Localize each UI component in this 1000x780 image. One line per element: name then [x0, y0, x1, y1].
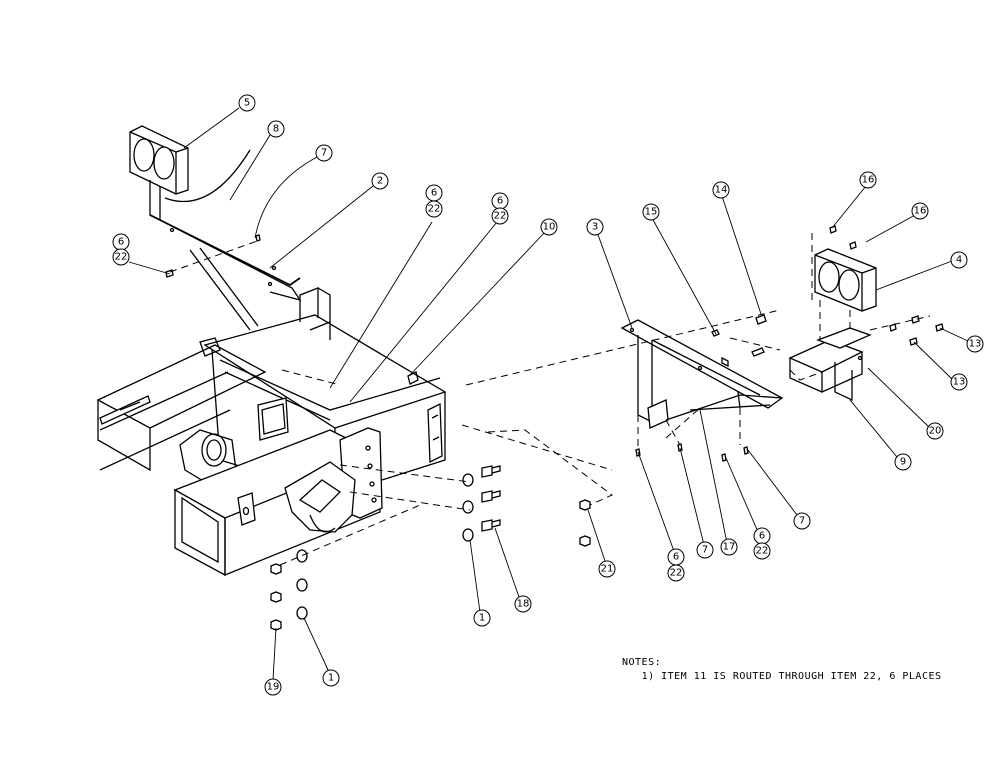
svg-text:22: 22 [756, 546, 769, 557]
callout-1: 1 [322, 669, 340, 687]
callout-15: 15 [642, 203, 660, 221]
callout-6-22: 6 22 [491, 192, 509, 225]
svg-text:1: 1 [328, 673, 334, 684]
callout-4: 4 [950, 251, 968, 269]
svg-text:20: 20 [929, 426, 942, 437]
svg-text:7: 7 [321, 148, 327, 159]
callout-6-22: 6 22 [667, 548, 685, 582]
callout-16: 16 [911, 202, 929, 220]
callout-13: 13 [950, 373, 968, 391]
svg-text:6: 6 [118, 237, 124, 248]
callout-8: 8 [267, 120, 285, 138]
left-light-assembly [129, 125, 302, 331]
callout-14: 14 [712, 181, 730, 199]
callout-2: 2 [371, 172, 389, 190]
callout-17: 17 [720, 538, 738, 556]
notes-block: NOTES: 1) ITEM 11 IS ROUTED THROUGH ITEM… [622, 656, 942, 684]
svg-text:6: 6 [759, 531, 765, 542]
callout-7: 7 [696, 541, 714, 559]
callout-18: 18 [514, 595, 532, 613]
callout-9: 9 [894, 453, 912, 471]
svg-text:7: 7 [799, 516, 805, 527]
svg-text:4: 4 [956, 255, 962, 266]
svg-text:21: 21 [601, 564, 614, 575]
svg-text:22: 22 [670, 568, 683, 579]
svg-text:22: 22 [494, 211, 507, 222]
callout-7: 7 [793, 512, 811, 530]
svg-text:13: 13 [953, 377, 966, 388]
note-item-text: 1) ITEM 11 IS ROUTED THROUGH ITEM 22, 6 … [641, 671, 942, 682]
svg-text:16: 16 [914, 206, 927, 217]
callout-6-22: 6 22 [753, 527, 771, 560]
callout-13: 13 [966, 335, 984, 353]
svg-text:14: 14 [715, 185, 728, 196]
svg-text:6: 6 [497, 196, 503, 207]
callout-3: 3 [586, 218, 604, 236]
callout-5: 5 [238, 94, 256, 112]
callout-leaders [128, 107, 971, 681]
svg-text:15: 15 [645, 207, 658, 218]
svg-text:7: 7 [702, 545, 708, 556]
callout-19: 19 [264, 678, 282, 696]
callout-6-22: 6 22 [425, 184, 443, 218]
svg-text:19: 19 [267, 682, 280, 693]
callout-6-22: 6 22 [112, 233, 130, 266]
callout-21: 21 [598, 560, 616, 578]
callout-16: 16 [859, 171, 877, 189]
callout-1: 1 [473, 609, 491, 627]
note-item: 1) ITEM 11 IS ROUTED THROUGH ITEM 22, 6 … [622, 670, 942, 684]
callout-20: 20 [926, 422, 944, 440]
svg-text:2: 2 [377, 176, 383, 187]
svg-text:8: 8 [273, 124, 279, 135]
notes-heading: NOTES: [622, 657, 662, 668]
svg-text:5: 5 [244, 98, 250, 109]
chassis-frame [96, 287, 447, 577]
right-mount-bracket [620, 319, 784, 429]
right-light-assembly [788, 248, 877, 402]
svg-text:9: 9 [900, 457, 906, 468]
svg-text:17: 17 [723, 542, 736, 553]
callout-10: 10 [540, 218, 558, 236]
svg-text:1: 1 [479, 613, 485, 624]
hardware-fasteners [165, 225, 944, 631]
callout-bubbles: 5 8 7 2 6 22 6 22 6 22 10 3 15 14 16 16 … [112, 94, 984, 696]
svg-text:3: 3 [592, 222, 598, 233]
callout-7: 7 [315, 144, 333, 162]
svg-text:6: 6 [673, 552, 679, 563]
svg-text:13: 13 [969, 339, 982, 350]
svg-text:18: 18 [517, 599, 530, 610]
assembly-centerlines [169, 228, 931, 566]
svg-text:10: 10 [543, 222, 556, 233]
svg-text:22: 22 [115, 252, 128, 263]
svg-text:22: 22 [428, 204, 441, 215]
svg-text:6: 6 [431, 188, 437, 199]
svg-text:16: 16 [862, 175, 875, 186]
